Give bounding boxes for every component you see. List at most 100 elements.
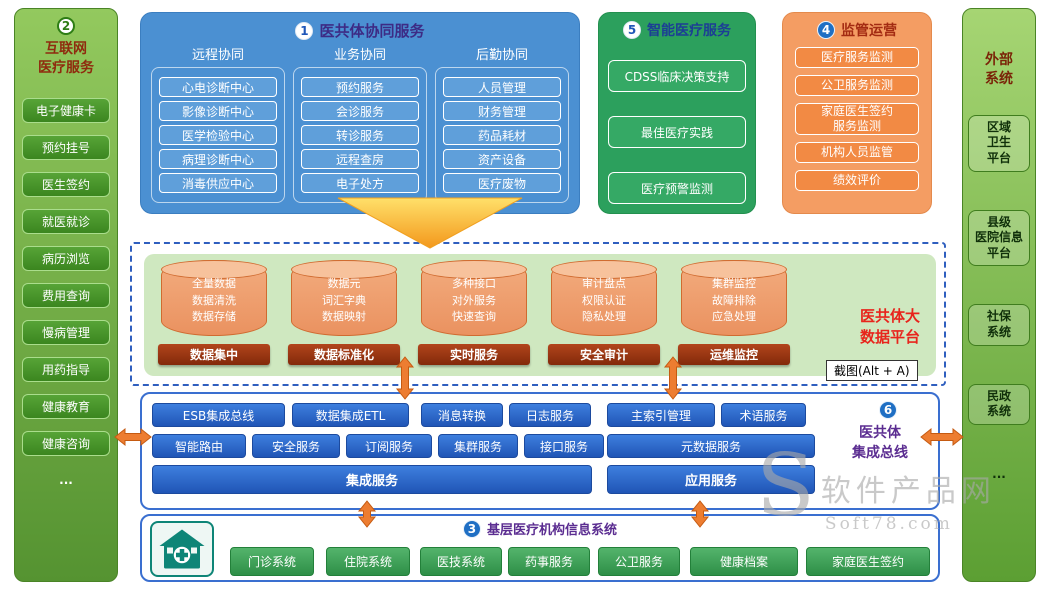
list-item: 影像诊断中心 <box>159 101 277 121</box>
number-badge-6: 6 <box>879 401 897 419</box>
integration-bus-panel: ESB集成总线 数据集成ETL 消息转换 日志服务 主索引管理 术语服务 智能路… <box>140 392 940 510</box>
collaborative-services-panel: 1 医共体协同服务 远程协同 心电诊断中心 影像诊断中心 医学检验中心 病理诊断… <box>140 12 580 214</box>
base-system: 家庭医生签约 <box>806 547 930 576</box>
list-item: 病理诊断中心 <box>159 149 277 169</box>
number-badge-4: 4 <box>817 21 835 39</box>
list-item: 社保 系统 <box>968 304 1030 346</box>
panel-header: 4 监管运营 <box>783 13 931 40</box>
database-cylinder-icon: 审计盘点 权限认证 隐私处理 <box>551 260 657 336</box>
database-cylinder-icon: 数据元 词汇字典 数据映射 <box>291 260 397 336</box>
list-item: 心电诊断中心 <box>159 77 277 97</box>
bus-service: ESB集成总线 <box>152 403 285 427</box>
base-system: 药事服务 <box>508 547 590 576</box>
list-item: 药品耗材 <box>443 125 561 145</box>
list-item: 慢病管理 <box>22 319 110 345</box>
stack-label: 数据集中 <box>158 344 270 365</box>
list-item: 财务管理 <box>443 101 561 121</box>
bus-service: 消息转换 <box>421 403 503 427</box>
bus-service: 日志服务 <box>509 403 591 427</box>
list-item: 机构人员监管 <box>795 142 919 163</box>
number-badge-5: 5 <box>623 21 641 39</box>
base-system: 门诊系统 <box>230 547 314 576</box>
ellipsis-item: ... <box>992 466 1006 481</box>
business-collaboration-column: 业务协同 预约服务 会诊服务 转诊服务 远程查房 电子处方 <box>293 45 427 203</box>
stack-label: 实时服务 <box>418 344 530 365</box>
logistics-collaboration-column: 后勤协同 人员管理 财务管理 药品耗材 资产设备 医疗废物 <box>435 45 569 203</box>
screenshot-tooltip: 截图(Alt + A) <box>826 360 918 381</box>
list-item: 费用查询 <box>22 282 110 308</box>
smart-medical-panel: 5 智能医疗服务 CDSS临床决策支持 最佳医疗实践 医疗预警监测 <box>598 12 756 214</box>
list-item: 预约挂号 <box>22 134 110 160</box>
bus-title: 医共体 集成总线 <box>852 425 908 461</box>
list-item: 就医就诊 <box>22 208 110 234</box>
remote-collaboration-column: 远程协同 心电诊断中心 影像诊断中心 医学检验中心 病理诊断中心 消毒供应中心 <box>151 45 285 203</box>
database-cylinder-icon: 全量数据 数据清洗 数据存储 <box>161 260 267 336</box>
base-system: 医技系统 <box>420 547 502 576</box>
bus-service: 主索引管理 <box>607 403 715 427</box>
list-item: 会诊服务 <box>301 101 419 121</box>
database-cylinder-icon: 多种接口 对外服务 快速查询 <box>421 260 527 336</box>
cylinder-text: 多种接口 对外服务 快速查询 <box>452 277 496 324</box>
list-item: 最佳医疗实践 <box>608 116 746 148</box>
list-item: 家庭医生签约 服务监测 <box>795 103 919 135</box>
platform-title: 医共体大 数据平台 <box>859 307 920 346</box>
data-stack: 全量数据 数据清洗 数据存储 数据集中 <box>156 260 272 365</box>
right-sidebar-title: 外部 系统 <box>985 52 1013 87</box>
base-institutions-panel: 3 基层医疗机构信息系统 门诊系统 住院系统 医技系统 药事服务 公卫服务 健康… <box>140 514 940 582</box>
bus-service: 接口服务 <box>524 434 604 458</box>
list-item: 人员管理 <box>443 77 561 97</box>
bus-service: 数据集成ETL <box>292 403 409 427</box>
data-stack: 审计盘点 权限认证 隐私处理 安全审计 <box>546 260 662 365</box>
bus-service: 智能路由 <box>152 434 246 458</box>
base-system: 公卫服务 <box>598 547 680 576</box>
list-item: 健康咨询 <box>22 430 110 456</box>
list-item: 绩效评价 <box>795 170 919 191</box>
list-item: 区域 卫生 平台 <box>968 114 1030 172</box>
panel-title: 监管运营 <box>841 23 897 39</box>
list-item: 电子健康卡 <box>22 97 110 123</box>
internet-medical-services-panel: 2 互联网 医疗服务 电子健康卡 预约挂号 医生签约 就医就诊 病历浏览 费用查… <box>14 8 118 582</box>
panel-title: 智能医疗服务 <box>647 23 731 39</box>
stack-label: 安全审计 <box>548 344 660 365</box>
list-item: 医疗预警监测 <box>608 172 746 204</box>
number-badge-2: 2 <box>57 17 75 35</box>
list-item: 电子处方 <box>301 173 419 193</box>
column-header: 远程协同 <box>191 48 244 63</box>
column-header: 业务协同 <box>333 48 386 63</box>
bus-service: 元数据服务 <box>607 434 815 458</box>
application-service-bar: 应用服务 <box>607 465 815 494</box>
list-item: 医学检验中心 <box>159 125 277 145</box>
list-item: 资产设备 <box>443 149 561 169</box>
list-item: CDSS临床决策支持 <box>608 60 746 92</box>
integration-service-bar: 集成服务 <box>152 465 592 494</box>
bus-service: 集群服务 <box>438 434 518 458</box>
stack-label: 数据标准化 <box>288 344 400 365</box>
list-item: 医疗废物 <box>443 173 561 193</box>
list-item: 预约服务 <box>301 77 419 97</box>
stack-label: 运维监控 <box>678 344 790 365</box>
number-badge-1: 1 <box>295 21 314 40</box>
cylinder-text: 全量数据 数据清洗 数据存储 <box>192 277 236 324</box>
list-item: 用药指导 <box>22 356 110 382</box>
left-sidebar-title: 互联网 医疗服务 <box>38 41 94 76</box>
list-item: 民政 系统 <box>968 383 1030 425</box>
list-item: 公卫服务监测 <box>795 75 919 96</box>
panel-title: 基层医疗机构信息系统 <box>486 523 617 538</box>
panel-header: 1 医共体协同服务 <box>141 13 579 41</box>
list-item: 县级 医院信息 平台 <box>968 209 1030 267</box>
base-system: 健康档案 <box>690 547 798 576</box>
database-cylinder-icon: 集群监控 故障排除 应急处理 <box>681 260 787 336</box>
list-item: 医生签约 <box>22 171 110 197</box>
list-item: 病历浏览 <box>22 245 110 271</box>
list-item: 远程查房 <box>301 149 419 169</box>
base-system: 住院系统 <box>326 547 410 576</box>
bus-service: 订阅服务 <box>346 434 432 458</box>
cylinder-text: 审计盘点 权限认证 隐私处理 <box>582 277 626 324</box>
number-badge-3: 3 <box>462 519 481 538</box>
list-item: 医疗服务监测 <box>795 47 919 68</box>
data-stack: 集群监控 故障排除 应急处理 运维监控 <box>676 260 792 365</box>
regulation-operations-panel: 4 监管运营 医疗服务监测 公卫服务监测 家庭医生签约 服务监测 机构人员监管 … <box>782 12 932 214</box>
ellipsis-item: ... <box>59 473 73 488</box>
cylinder-text: 数据元 词汇字典 数据映射 <box>322 277 366 324</box>
